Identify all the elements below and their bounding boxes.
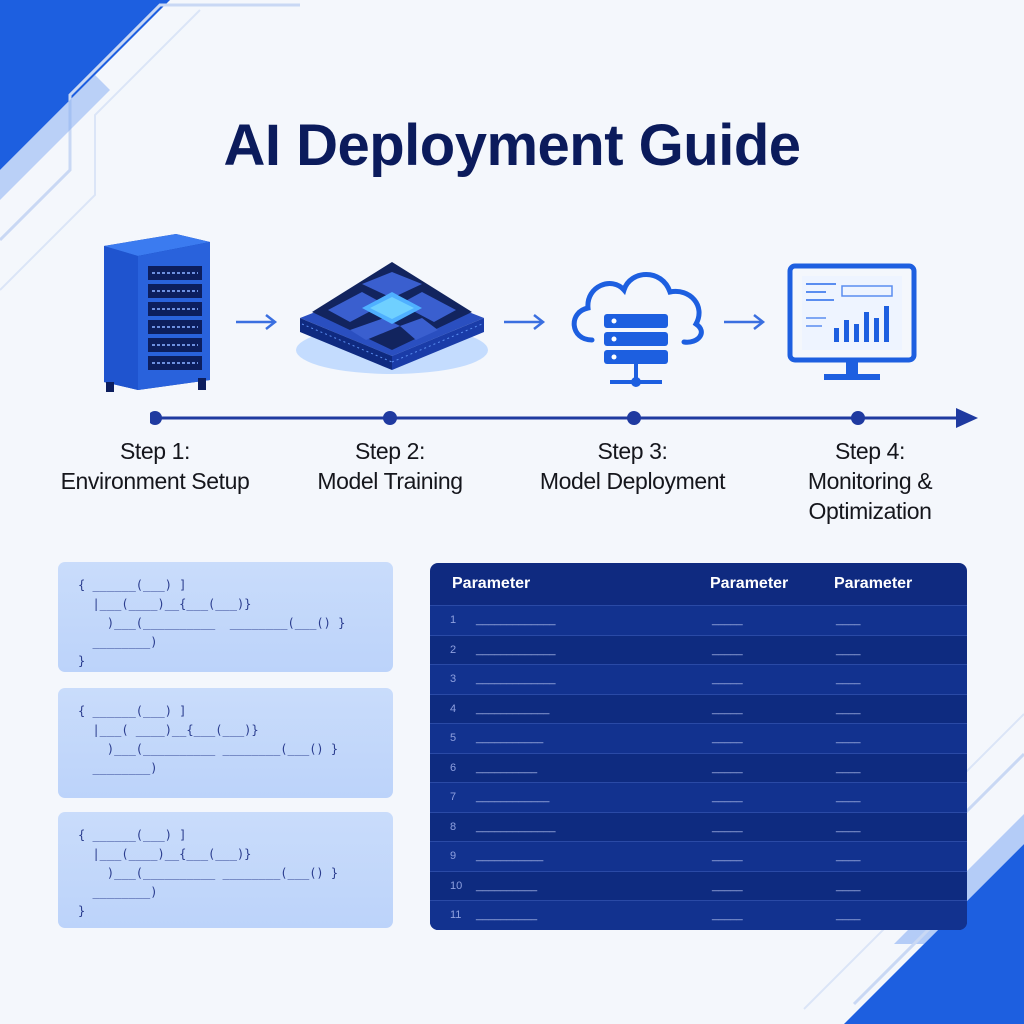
table-row: 3______________________ (430, 664, 967, 694)
table-cell: 1 (450, 614, 457, 627)
table-cell: _____________ (476, 673, 556, 686)
table-row: 5____________________ (430, 723, 967, 753)
table-cell: ____ (836, 702, 861, 715)
cloud-server-icon (562, 262, 712, 394)
table-row: 10___________________ (430, 870, 967, 900)
table-row: 1______________________ (430, 605, 967, 635)
timeline-node-3 (627, 411, 641, 425)
table-cell: 11 (450, 909, 462, 922)
table-cell: ____ (836, 614, 861, 627)
table-cell: _____ (712, 732, 743, 745)
table-cell: _____________ (476, 820, 556, 833)
table-cell: ____ (836, 761, 861, 774)
table-row: 6___________________ (430, 752, 967, 782)
table-header-cell: Parameter (834, 575, 913, 592)
table-cell: _____ (712, 909, 743, 922)
flow-arrow-icon (236, 314, 278, 330)
step-label-4: Step 4: Monitoring & Optimization (807, 438, 933, 524)
table-cell: _____________ (476, 614, 556, 627)
table-row: 9____________________ (430, 841, 967, 871)
table-cell: _____ (712, 850, 743, 863)
table-cell: _____ (712, 761, 743, 774)
table-cell: ____ (836, 673, 861, 686)
table-cell: _____ (712, 702, 743, 715)
table-cell: ____ (836, 791, 861, 804)
table-header: Parameter Parameter Parameter (430, 563, 967, 605)
table-cell: ____ (836, 643, 861, 656)
step-label-3: Step 3: Model Deployment (539, 438, 726, 494)
table-cell: 8 (450, 820, 457, 833)
timeline-node-4 (851, 411, 865, 425)
parameter-table: Parameter Parameter Parameter 1_________… (430, 563, 967, 930)
table-row: 8______________________ (430, 811, 967, 841)
table-cell: _____________ (476, 643, 556, 656)
table-cell: __________ (476, 879, 538, 892)
table-cell: _____ (712, 614, 743, 627)
page-title: AI Deployment Guide (223, 113, 801, 178)
table-cell: 10 (450, 879, 463, 892)
table-cell: _____ (712, 673, 743, 686)
table-cell: ____ (836, 909, 861, 922)
flow-arrow-icon (504, 314, 546, 330)
step-label-2: Step 2: Model Training (317, 438, 463, 494)
table-cell: 5 (450, 732, 457, 745)
table-body: 1______________________2________________… (430, 605, 967, 930)
table-cell: 6 (450, 761, 457, 774)
flow-arrow-icon (724, 314, 766, 330)
monitor-chart-icon (786, 262, 918, 386)
timeline-line (150, 408, 978, 428)
table-cell: 4 (450, 702, 457, 715)
table-header-cell: Parameter (710, 575, 789, 592)
table-cell: 9 (450, 850, 457, 863)
table-cell: ____ (836, 820, 861, 833)
table-cell: _____ (712, 643, 743, 656)
server-rack-icon (98, 232, 214, 394)
table-cell: 7 (450, 791, 457, 804)
table-cell: ____________ (476, 702, 550, 715)
table-cell: _____ (712, 820, 743, 833)
decorative-corner-top-left (0, 0, 300, 320)
table-cell: ____ (836, 732, 861, 745)
table-cell: ____ (836, 879, 861, 892)
table-cell: ___________ (476, 732, 544, 745)
table-cell: _____ (712, 791, 743, 804)
table-cell: ____________ (476, 791, 550, 804)
code-card-2: { ______(___) ] |___( ____)__{___(___)} … (58, 688, 393, 798)
timeline-node-2 (383, 411, 397, 425)
table-row: 11___________________ (430, 900, 967, 930)
table-cell: __________ (476, 761, 538, 774)
processor-chip-icon (292, 252, 492, 382)
table-row: 2______________________ (430, 634, 967, 664)
table-cell: ___________ (476, 850, 544, 863)
code-card-3: { ______(___) ] |___(____)__{___(___)} )… (58, 812, 393, 928)
table-cell: 3 (450, 673, 457, 686)
table-header-cell: Parameter (452, 575, 531, 592)
step-label-1: Step 1: Environment Setup (60, 438, 250, 494)
code-card-1: { ______(___) ] |___(____)__{___(___)} )… (58, 562, 393, 672)
table-cell: __________ (476, 909, 538, 922)
table-row: 7_____________________ (430, 782, 967, 812)
table-cell: ____ (836, 850, 861, 863)
table-cell: _____ (712, 879, 743, 892)
table-cell: 2 (450, 643, 457, 656)
timeline-node-1 (150, 411, 162, 425)
table-row: 4_____________________ (430, 693, 967, 723)
